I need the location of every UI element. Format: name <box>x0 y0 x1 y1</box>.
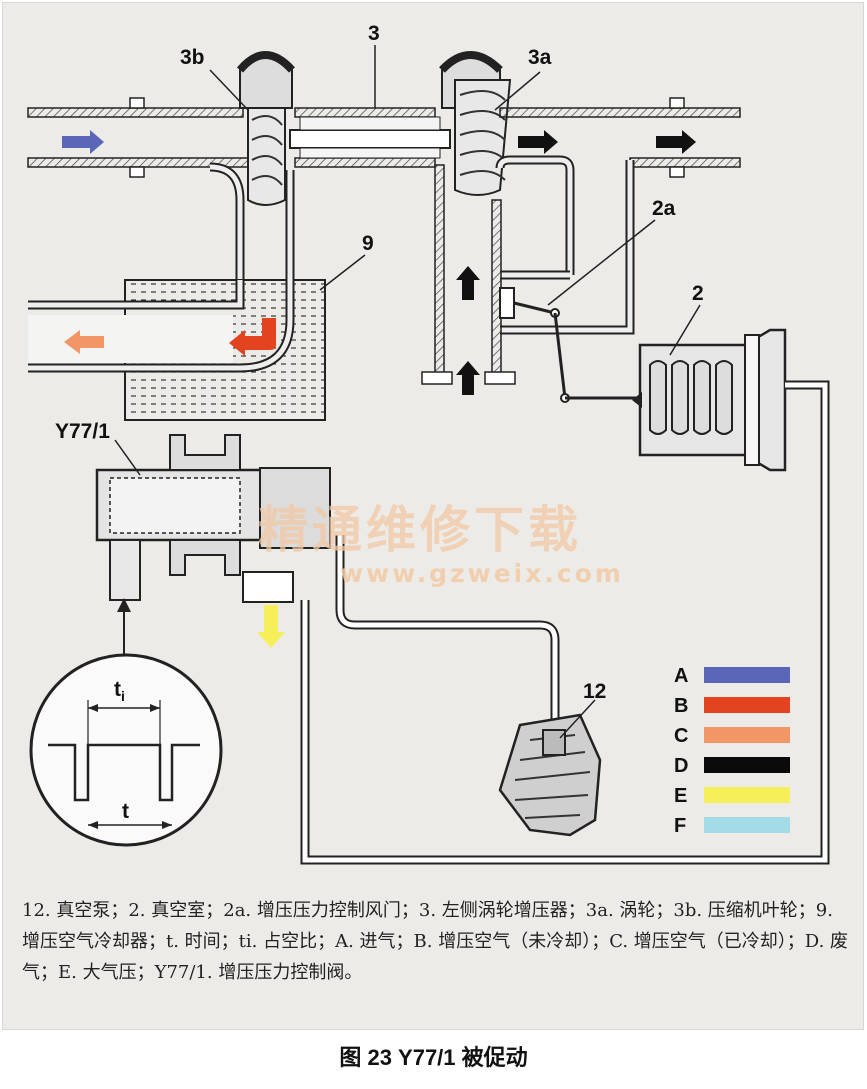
watermark-url: www.gzweix.com <box>340 559 624 588</box>
arrow-atmospheric <box>257 605 285 648</box>
exhaust-pipe <box>495 97 741 335</box>
label-2a: 2a <box>652 197 676 220</box>
legend-key-b: B <box>674 695 688 717</box>
label-ti: ti <box>114 678 125 704</box>
arrow-exhaust-up-2 <box>456 361 480 395</box>
exhaust-inlet <box>421 164 516 385</box>
legend-swatch-c <box>704 727 790 743</box>
vacuum-line <box>300 380 830 865</box>
boost-control-valve <box>95 434 560 735</box>
turbine-wheel <box>439 51 512 196</box>
legend-key-f: F <box>674 815 686 837</box>
figure-title: 图 23 Y77/1 被促动 <box>339 1045 528 1070</box>
label-3: 3 <box>368 22 380 45</box>
vacuum-pump <box>498 713 602 837</box>
vacuum-chamber <box>632 328 787 472</box>
legend-swatch-f <box>704 817 790 833</box>
label-2: 2 <box>692 282 704 305</box>
label-y77-1: Y77/1 <box>55 420 110 443</box>
compressor-outlet-duct <box>209 162 295 290</box>
legend-swatch-a <box>704 667 790 683</box>
flow-arrows <box>62 130 696 395</box>
legend-key-a: A <box>674 665 688 687</box>
turbo-center-housing <box>289 107 451 168</box>
label-12: 12 <box>583 680 606 703</box>
legend-swatch-d <box>704 757 790 773</box>
arrow-exhaust-up-1 <box>456 266 480 300</box>
arrow-boost-uncooled <box>229 318 276 356</box>
legend-swatch-b <box>704 697 790 713</box>
compressor-wheel <box>236 51 295 206</box>
label-9: 9 <box>362 232 374 255</box>
label-3b: 3b <box>180 46 205 69</box>
arrow-exhaust-out-1 <box>518 130 558 154</box>
label-t: t <box>122 800 129 823</box>
legend-swatch-e <box>704 787 790 803</box>
intake-pipe <box>27 97 249 178</box>
legend-key-e: E <box>674 785 687 807</box>
label-3a: 3a <box>528 46 552 69</box>
watermark-text: 精通维修下载 <box>258 501 582 559</box>
duty-cycle-diagram <box>29 653 223 847</box>
arrow-exhaust-out-2 <box>656 130 696 154</box>
leader-lines <box>114 45 701 739</box>
charge-air-cooler <box>28 270 326 421</box>
legend-key-c: C <box>674 725 688 747</box>
figure-caption: 12. 真空泵；2. 真空室；2a. 增压压力控制风门；3. 左侧涡轮增压器；3… <box>22 900 849 983</box>
arrow-boost-cooled <box>64 330 104 354</box>
arrow-intake-air <box>62 130 104 154</box>
legend-key-d: D <box>674 755 688 777</box>
